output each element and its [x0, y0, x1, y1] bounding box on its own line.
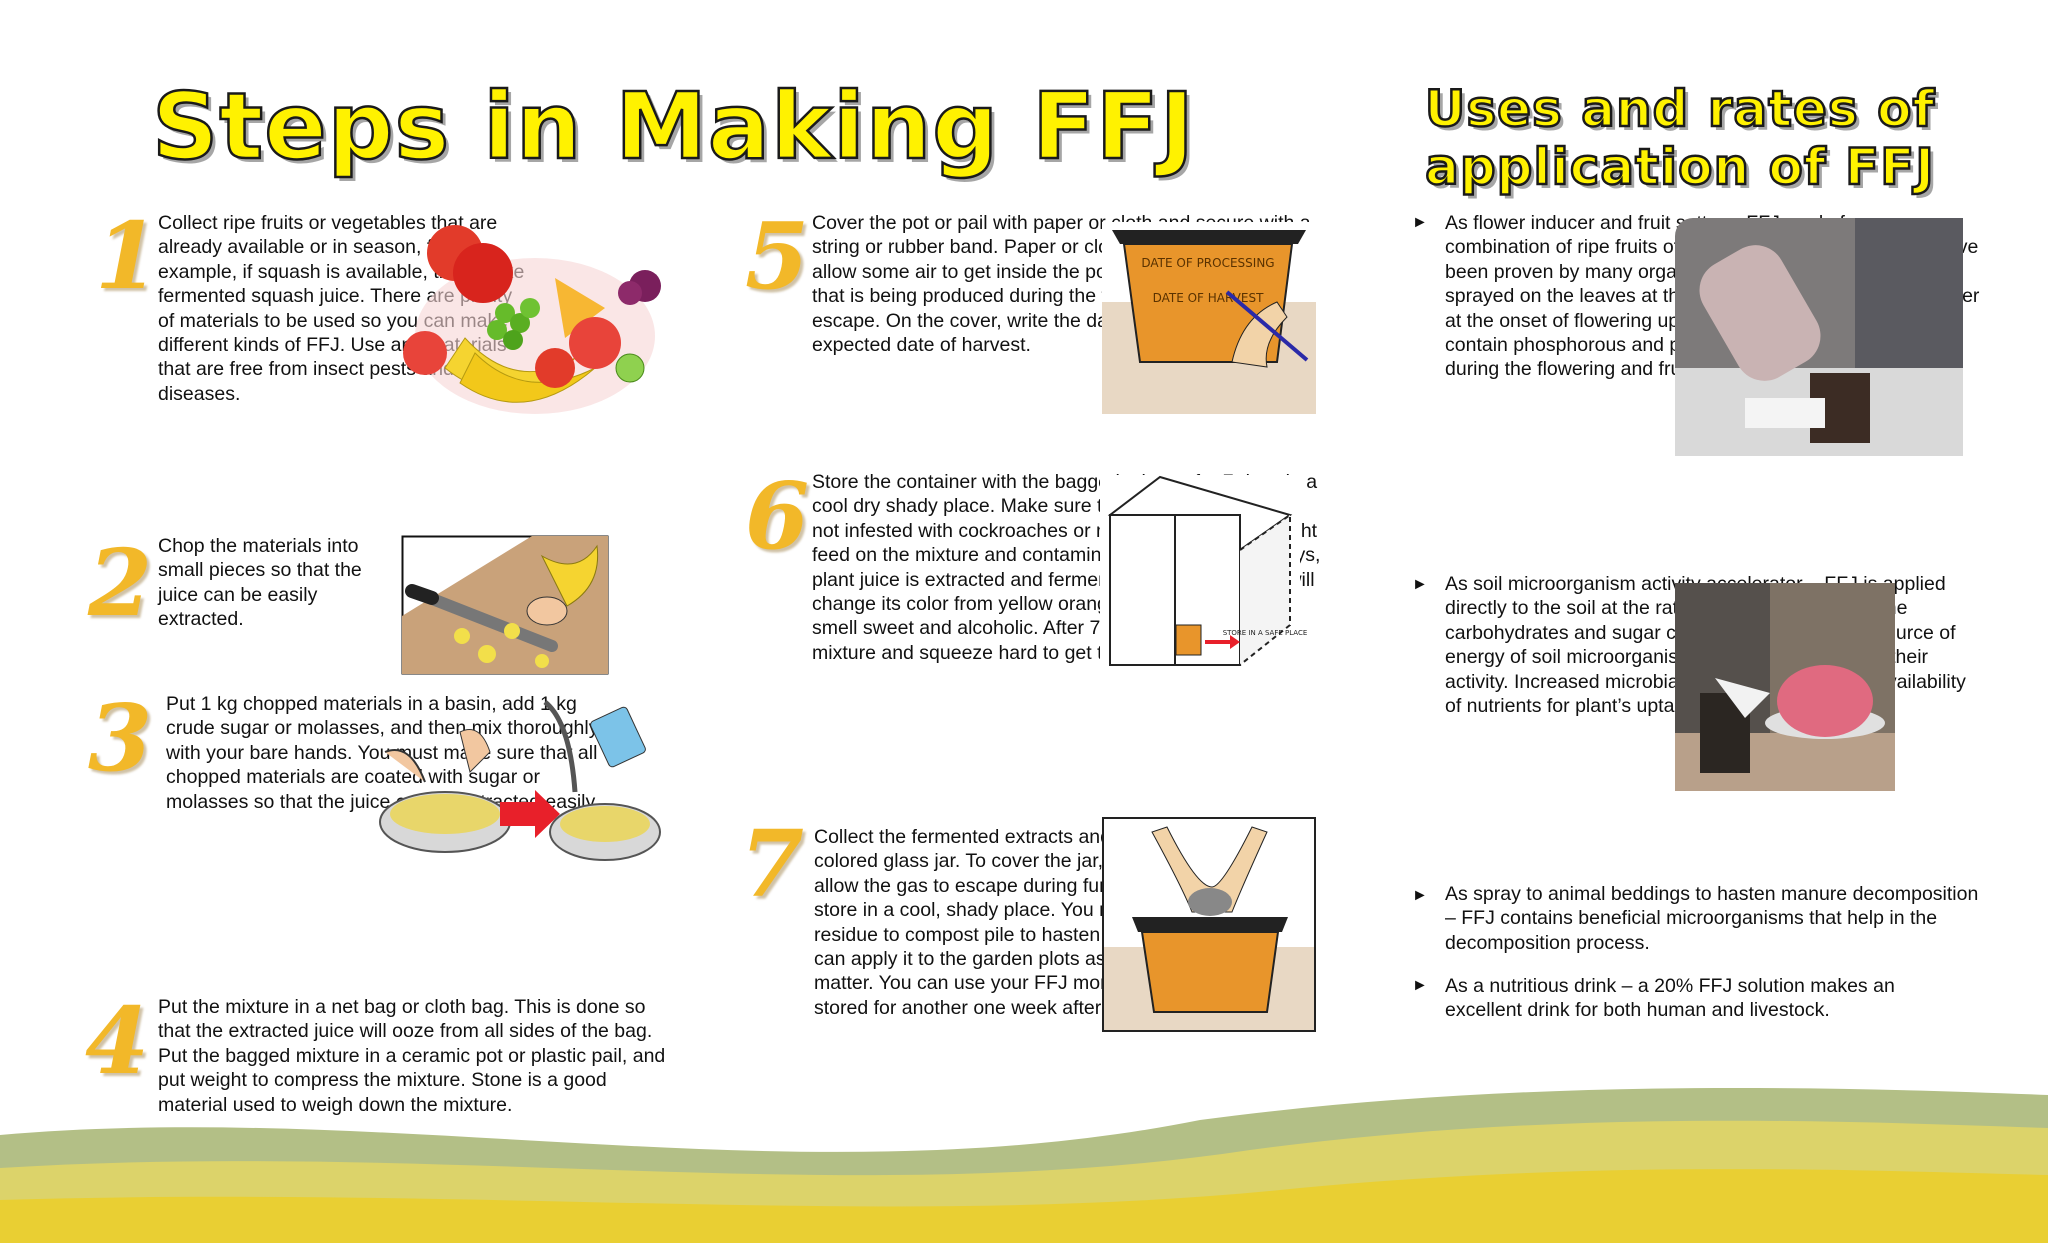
mixing-illustration [379, 700, 661, 861]
step-3-text: Put 1 kg chopped materials in a basin, a… [166, 693, 600, 813]
fruits-illustration [403, 225, 661, 414]
main-title: Steps in Making FFJ [151, 72, 1196, 182]
step-4-text: Put the mixture in a net bag or cloth ba… [158, 996, 666, 1116]
use-4-bullet: ► [1412, 977, 1428, 994]
step-5-number: 5 [745, 202, 810, 310]
use-3-text: As spray to animal beddings to hasten ma… [1445, 883, 1979, 954]
svg-text:DATE OF PROCESSING: DATE OF PROCESSING [1141, 256, 1274, 270]
step-6-number: 6 [745, 462, 810, 570]
step-7-number: 7 [740, 810, 805, 918]
pouring-jar-illustration [1102, 817, 1316, 1032]
pail-label-illustration: DATE OF PROCESSING DATE OF HARVEST [1102, 222, 1316, 414]
pouring-ffj-photo [1675, 218, 1963, 456]
cabinet-storage-illustration: STORE IN A SAFE PLACE [1100, 475, 1307, 705]
use-3-bullet: ► [1412, 887, 1428, 904]
step-2-number: 2 [88, 529, 153, 637]
step-1-number: 1 [95, 202, 160, 310]
pail-label-processing: DATE OF PROCESSING [1141, 256, 1274, 270]
step-2-text: Chop the materials into small pieces so … [158, 535, 362, 631]
chopping-illustration [401, 535, 609, 675]
use-4-text: As a nutritious drink – a 20% FFJ soluti… [1445, 975, 1895, 1022]
soil-microorganism-photo [1675, 583, 1895, 791]
pail-label-harvest: DATE OF HARVEST [1153, 291, 1265, 305]
use-1-bullet: ► [1412, 214, 1428, 231]
use-2-bullet: ► [1412, 576, 1428, 593]
step-4-number: 4 [85, 987, 150, 1095]
step-3-number: 3 [88, 684, 153, 792]
uses-title: Uses and rates of application of FFJ [1424, 79, 1936, 198]
cabinet-label: STORE IN A SAFE PLACE [1223, 629, 1308, 637]
